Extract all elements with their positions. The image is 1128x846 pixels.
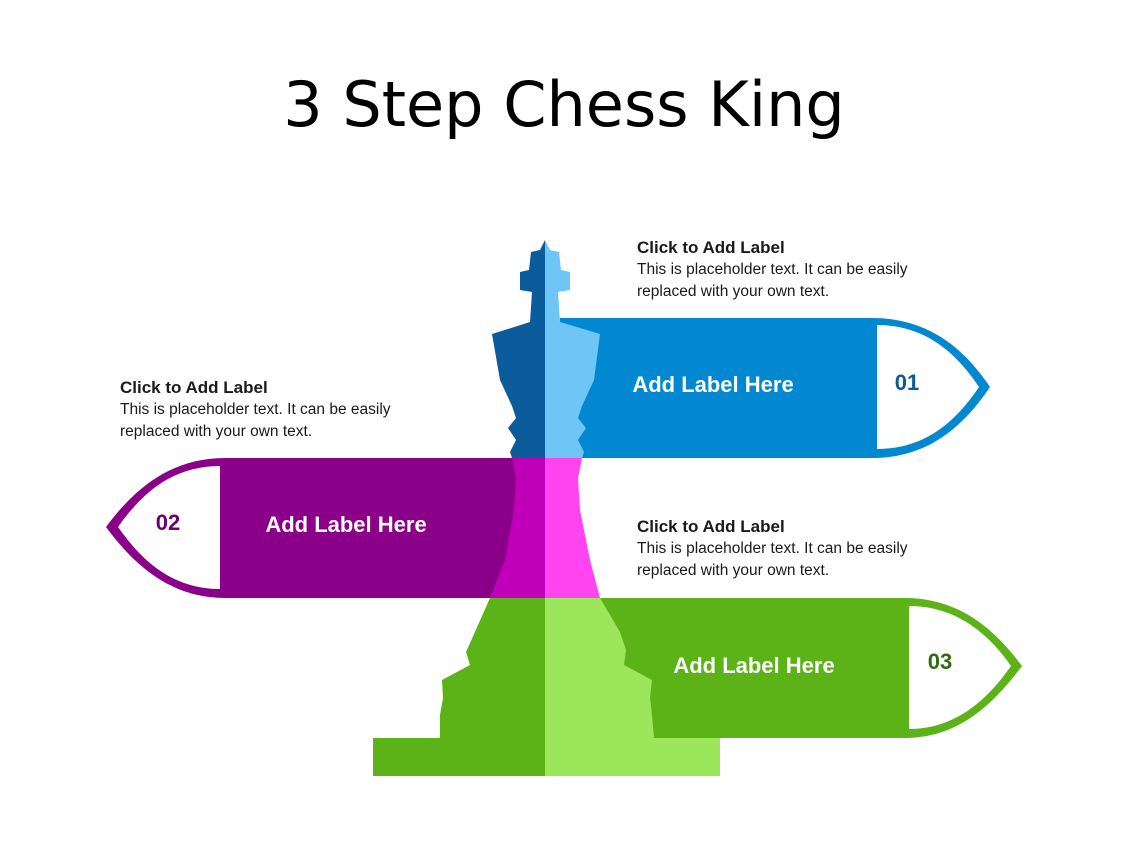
- step-03-body[interactable]: This is placeholder text. It can be easi…: [637, 540, 908, 579]
- chess-king-icon: [373, 240, 720, 776]
- step-03-banner[interactable]: Add Label Here 03: [560, 598, 1022, 738]
- step-03-arrow-outline: [560, 598, 1022, 738]
- step-02-number: 02: [156, 510, 180, 535]
- king-middle-left: [490, 458, 545, 598]
- king-bottom-right: [545, 598, 720, 776]
- step-01-number: 01: [895, 370, 919, 395]
- step-03-note: Click to Add Label This is placeholder t…: [637, 515, 957, 582]
- step-02-body[interactable]: This is placeholder text. It can be easi…: [120, 401, 391, 440]
- step-01-body[interactable]: This is placeholder text. It can be easi…: [637, 261, 908, 300]
- step-01-number-badge: [877, 325, 979, 449]
- king-top-left: [492, 240, 545, 458]
- step-02-banner-label: Add Label Here: [265, 512, 426, 537]
- step-02-banner[interactable]: Add Label Here 02: [106, 458, 548, 598]
- step-02-note: Click to Add Label This is placeholder t…: [120, 376, 440, 443]
- step-01-banner-label: Add Label Here: [632, 372, 793, 397]
- step-01-heading[interactable]: Click to Add Label: [637, 238, 785, 257]
- page-title: 3 Step Chess King: [283, 68, 845, 141]
- step-03-number-badge: [909, 606, 1011, 729]
- king-bottom-left: [373, 598, 545, 776]
- step-01-note: Click to Add Label This is placeholder t…: [637, 236, 957, 303]
- king-middle-right: [545, 458, 600, 598]
- king-top-right: [545, 240, 600, 458]
- step-02-number-badge: [118, 466, 220, 589]
- step-01-banner[interactable]: Add Label Here 01: [560, 318, 990, 458]
- step-03-heading[interactable]: Click to Add Label: [637, 517, 785, 536]
- step-03-number: 03: [928, 649, 952, 674]
- step-02-heading[interactable]: Click to Add Label: [120, 378, 268, 397]
- step-03-banner-label: Add Label Here: [673, 653, 834, 678]
